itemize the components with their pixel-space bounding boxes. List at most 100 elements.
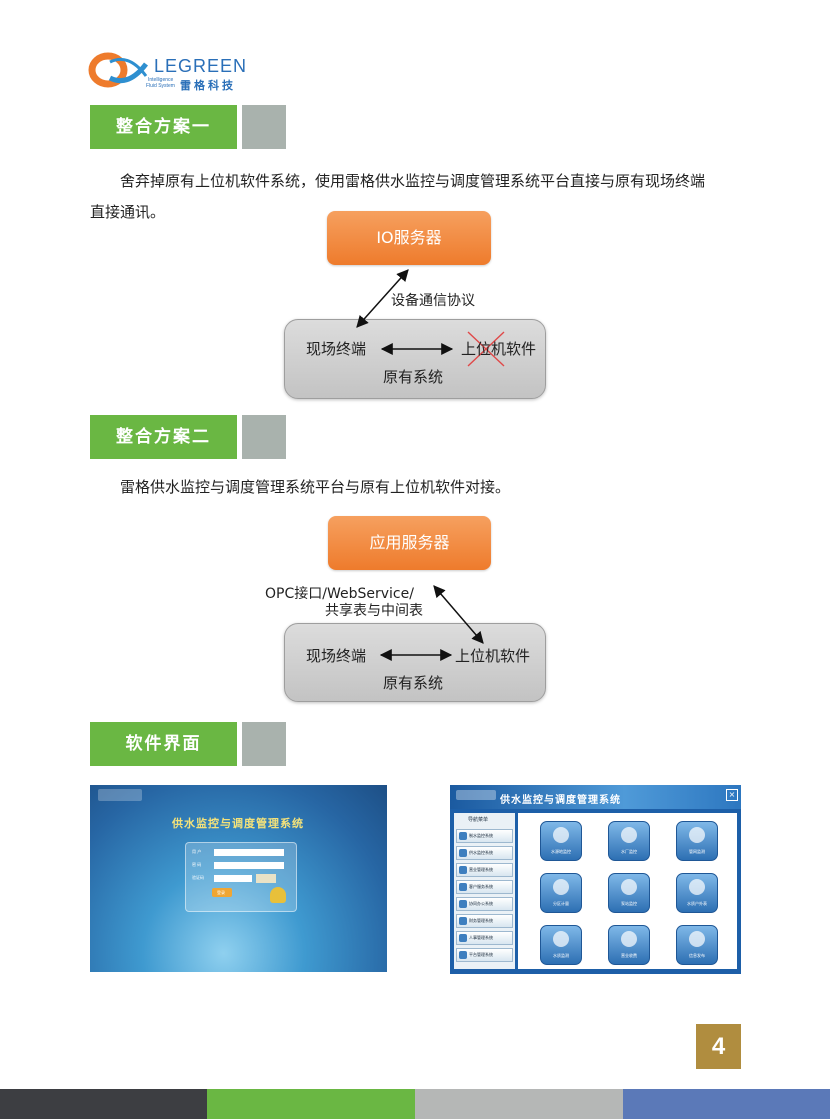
captcha-input[interactable]	[214, 875, 252, 882]
tile-icon	[689, 827, 705, 843]
existing-system-box	[284, 319, 546, 399]
dashboard-logo	[456, 790, 496, 800]
cross-out-mark	[467, 331, 505, 367]
dashboard-tile[interactable]: 管网监测	[676, 821, 718, 861]
section-accent-block	[242, 722, 286, 766]
legreen-logo-icon	[88, 52, 148, 88]
tile-label: 营业收费	[621, 953, 637, 958]
software-label: 上位机软件	[455, 647, 531, 665]
nav-item-icon	[459, 900, 467, 908]
nav-item-label: 营业管理系统	[469, 867, 493, 872]
nav-menu-item[interactable]: 平台管理系统	[456, 948, 513, 962]
tile-label: 水厂监控	[621, 849, 637, 854]
existing-system-box	[284, 623, 546, 702]
dashboard-tile[interactable]: 水质户外表	[676, 873, 718, 913]
nav-item-icon	[459, 917, 467, 925]
plan1-paragraph-line1: 舍弃掉原有上位机软件系统，使用雷格供水监控与调度管理系统平台直接与原有现场终端	[120, 172, 706, 190]
close-icon[interactable]: ×	[726, 789, 738, 801]
plan2-paragraph: 雷格供水监控与调度管理系统平台与原有上位机软件对接。	[120, 478, 511, 496]
tile-area: 水源地监控 水厂监控 管网监测分区计量 泵站监控 水质户外表水质监测 营业收费 信息发布	[518, 813, 737, 969]
tile-label: 信息发布	[689, 953, 705, 958]
nav-item-icon	[459, 951, 467, 959]
tile-icon	[621, 827, 637, 843]
tile-label: 水质监测	[553, 953, 569, 958]
io-server-box: IO服务器	[327, 211, 491, 265]
footer-bar-grey	[415, 1089, 623, 1119]
username-label: 用 户	[192, 849, 202, 854]
nav-item-label: 财务管理系统	[469, 918, 493, 923]
terminal-label: 现场终端	[306, 340, 367, 358]
footer-bar-green	[207, 1089, 415, 1119]
login-button[interactable]: 登录	[212, 888, 232, 897]
password-label: 密 码	[192, 862, 202, 867]
login-screenshot: 供水监控与调度管理系统 用 户 密 码 验证码 登录	[90, 785, 387, 972]
interface-arrow	[433, 585, 484, 644]
nav-menu-item[interactable]: 营业管理系统	[456, 863, 513, 877]
dashboard-tile[interactable]: 泵站监控	[608, 873, 650, 913]
tile-label: 水质户外表	[687, 901, 707, 906]
terminal-label: 现场终端	[306, 647, 367, 665]
dashboard-tile[interactable]: 水源地监控	[540, 821, 582, 861]
users-icon	[270, 887, 286, 903]
protocol-arrow	[356, 269, 409, 328]
tile-label: 泵站监控	[621, 901, 637, 906]
dashboard-tile[interactable]: 水厂监控	[608, 821, 650, 861]
tile-label: 水源地监控	[551, 849, 571, 854]
nav-item-icon	[459, 934, 467, 942]
dashboard-screenshot: 供水监控与调度管理系统 × 导航菜单 制水监控系统供水监控系统营业管理系统客户服…	[450, 785, 741, 974]
logo-wordmark: LEGREEN	[154, 56, 248, 76]
logo-tagline-1: Intelligence	[148, 77, 174, 83]
dashboard-tile[interactable]: 分区计量	[540, 873, 582, 913]
tile-icon	[553, 931, 569, 947]
dashboard-title: 供水监控与调度管理系统	[500, 795, 621, 806]
nav-item-icon	[459, 849, 467, 857]
nav-item-icon	[459, 832, 467, 840]
section-title: 整合方案一	[90, 105, 237, 149]
tile-icon	[689, 879, 705, 895]
diagram1-arrows	[356, 269, 505, 367]
nav-item-icon	[459, 883, 467, 891]
login-logo	[98, 789, 142, 801]
dashboard-tile[interactable]: 营业收费	[608, 925, 650, 965]
captcha-label: 验证码	[192, 875, 204, 880]
company-logo: LEGREEN Intelligence Fluid System 雷格科技	[88, 48, 248, 94]
login-panel: 用 户 密 码 验证码 登录	[185, 842, 297, 912]
dashboard-tile[interactable]: 信息发布	[676, 925, 718, 965]
dashboard-tile[interactable]: 水质监测	[540, 925, 582, 965]
footer-bar-blue	[623, 1089, 830, 1119]
nav-menu-item[interactable]: 协同办公系统	[456, 897, 513, 911]
app-server-label: 应用服务器	[369, 533, 450, 552]
interface-label-line1: OPC接口/WebService/	[265, 586, 414, 602]
tile-label: 分区计量	[553, 901, 569, 906]
nav-item-label: 平台管理系统	[469, 952, 493, 957]
app-server-box: 应用服务器	[328, 516, 491, 570]
nav-item-label: 协同办公系统	[469, 901, 493, 906]
tile-icon	[553, 827, 569, 843]
tile-icon	[621, 931, 637, 947]
software-label: 上位机软件	[461, 340, 537, 358]
tile-icon	[553, 879, 569, 895]
page-number: 4	[696, 1024, 741, 1069]
username-input[interactable]	[214, 849, 284, 856]
nav-menu-item[interactable]: 财务管理系统	[456, 914, 513, 928]
logo-chinese-name: 雷格科技	[180, 79, 236, 92]
footer-bar-dark	[0, 1089, 207, 1119]
login-button-label: 登录	[217, 890, 225, 895]
nav-item-label: 供水监控系统	[469, 850, 493, 855]
plan1-paragraph-line2: 直接通讯。	[90, 203, 166, 221]
nav-item-icon	[459, 866, 467, 874]
nav-menu-item[interactable]: 供水监控系统	[456, 846, 513, 860]
nav-menu-item[interactable]: 客户服务系统	[456, 880, 513, 894]
system-label: 原有系统	[383, 674, 444, 692]
section-title: 软件界面	[90, 722, 237, 766]
tile-label: 管网监测	[689, 849, 705, 854]
password-input[interactable]	[214, 862, 284, 869]
nav-menu-item[interactable]: 制水监控系统	[456, 829, 513, 843]
dashboard-header: 供水监控与调度管理系统 ×	[450, 785, 741, 809]
io-server-label: IO服务器	[376, 228, 442, 247]
nav-menu-item[interactable]: 人事管理系统	[456, 931, 513, 945]
captcha-image	[256, 874, 276, 883]
tile-icon	[689, 931, 705, 947]
diagram2-arrows	[379, 585, 484, 661]
nav-item-label: 人事管理系统	[469, 935, 493, 940]
